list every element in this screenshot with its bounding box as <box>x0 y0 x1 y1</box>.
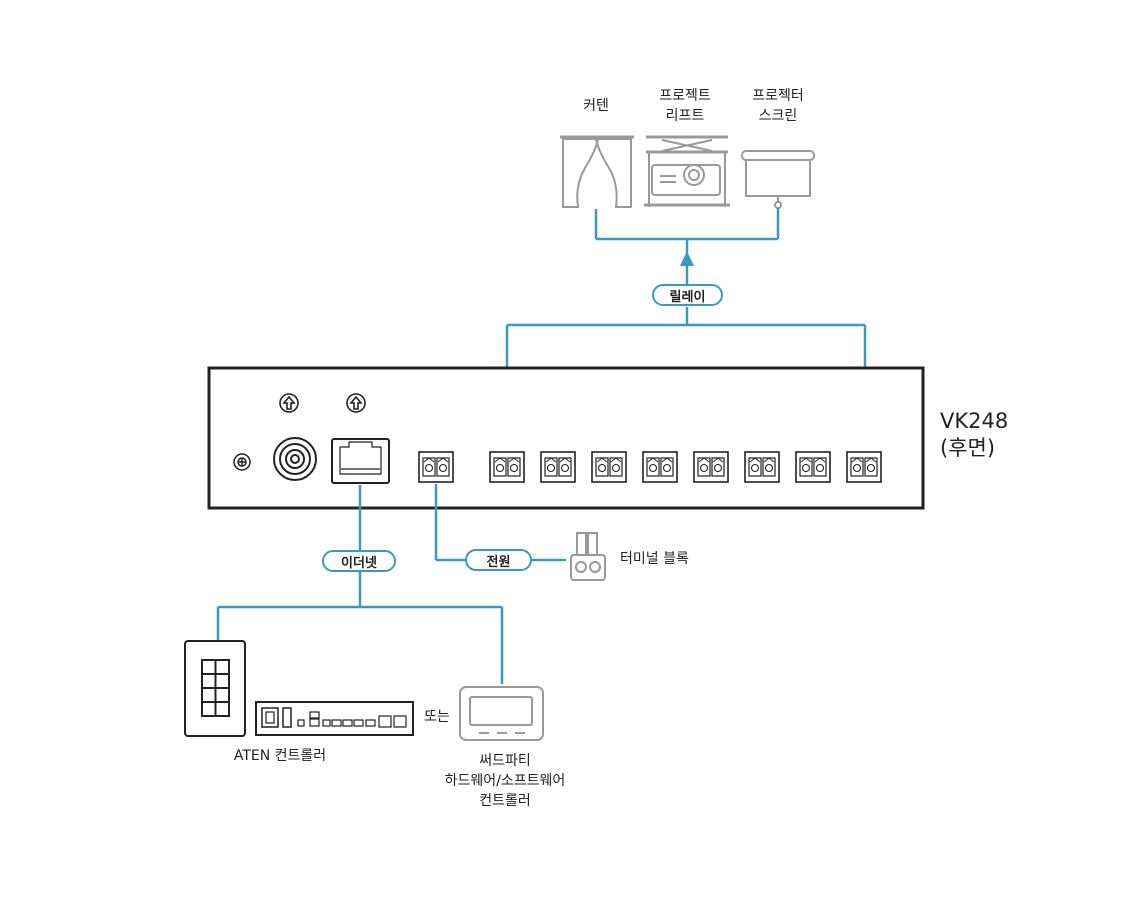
power-jack-icon <box>273 437 317 481</box>
up-arrow-icon <box>279 393 299 413</box>
relay-terminal-connector <box>591 451 627 483</box>
touch-panel-icon <box>459 686 544 741</box>
projector-lift-icon <box>644 135 730 207</box>
relay-badge: 릴레이 <box>652 284 723 306</box>
ground-screw-icon <box>233 453 251 471</box>
vk248-rear-panel <box>207 366 925 510</box>
projector-screen-label-line2: 스크린 <box>758 108 798 124</box>
device-model: VK248 <box>940 409 1009 433</box>
ethernet-badge: 이더넷 <box>322 550 396 572</box>
terminal-block-icon <box>570 532 606 581</box>
ethernet-port-icon <box>331 438 390 484</box>
third-party-label-line3: 컨트롤러 <box>479 793 531 809</box>
relay-arrow-icon <box>680 251 694 266</box>
third-party-label-line2: 하드웨어/소프트웨어 <box>444 773 566 789</box>
aten-controller-box-icon <box>255 701 414 736</box>
power-terminal-connector <box>418 451 454 483</box>
device-side: (후면) <box>940 436 996 460</box>
curtain-icon <box>560 135 634 208</box>
terminal-block-label: 터미널 블록 <box>620 551 689 567</box>
relay-terminal-connector <box>489 451 525 483</box>
device-title: VK248 (후면) <box>940 408 1008 462</box>
curtain-label: 커텐 <box>583 98 609 114</box>
up-arrow-icon <box>346 393 366 413</box>
relay-terminal-connector <box>540 451 576 483</box>
relay-terminal-connector <box>642 451 678 483</box>
third-party-controller-label: 써드파티 하드웨어/소프트웨어 컨트롤러 <box>420 751 590 811</box>
aten-controller-label: ATEN 컨트롤러 <box>233 748 327 764</box>
relay-terminal-connector <box>846 451 882 483</box>
keypad-panel-icon <box>184 640 246 737</box>
or-label: 또는 <box>424 709 450 725</box>
projector-lift-label: 프로젝트 리프트 <box>640 86 730 126</box>
ethernet-lines <box>216 485 504 684</box>
power-lines <box>434 484 566 562</box>
terminal-blocks <box>418 451 882 483</box>
third-party-label-line1: 써드파티 <box>479 753 531 769</box>
relay-terminal-connector <box>795 451 831 483</box>
power-badge: 전원 <box>465 549 532 571</box>
projector-lift-label-line1: 프로젝트 <box>659 88 711 104</box>
projector-screen-label-line1: 프로젝터 <box>752 88 804 104</box>
relay-terminal-connector <box>744 451 780 483</box>
projector-lift-label-line2: 리프트 <box>665 108 705 124</box>
relay-terminal-connector <box>693 451 729 483</box>
projector-screen-label: 프로젝터 스크린 <box>733 86 823 126</box>
projector-screen-icon <box>741 150 815 209</box>
